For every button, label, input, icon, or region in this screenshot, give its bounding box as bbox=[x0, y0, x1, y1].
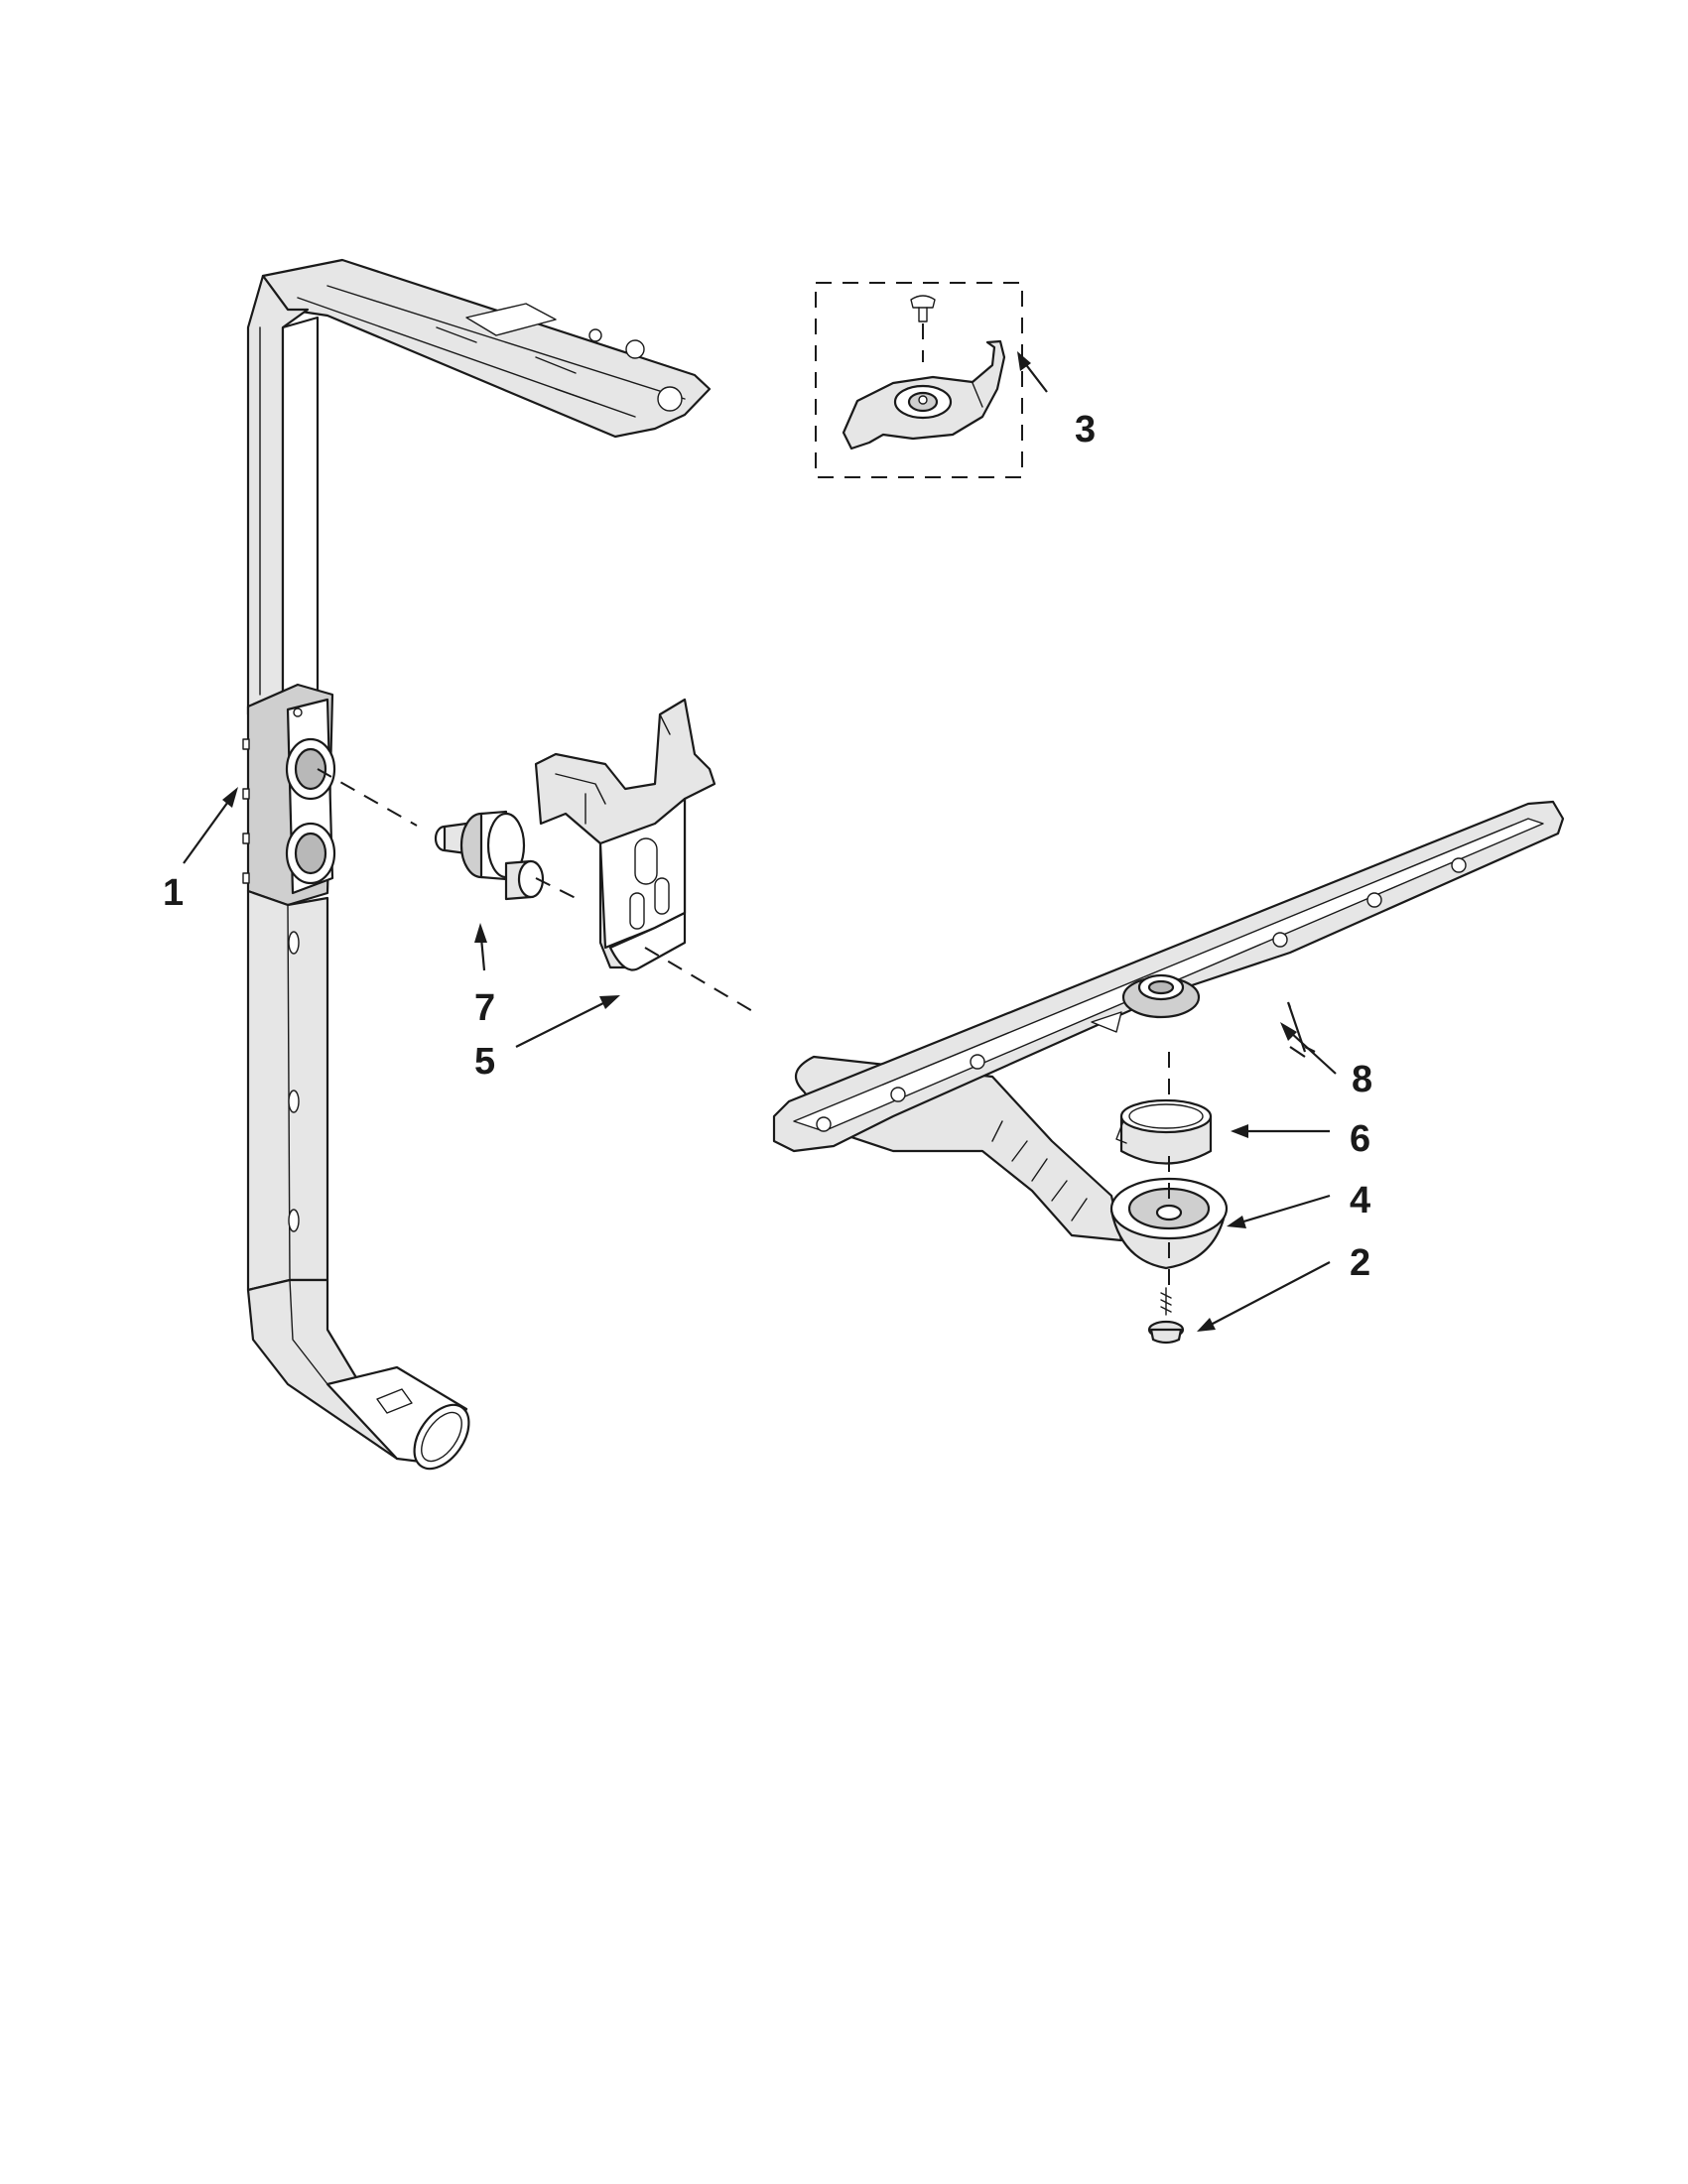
callout-labels: 1 3 7 5 8 6 4 2 bbox=[163, 409, 1372, 1284]
supply-tube-part-1 bbox=[242, 258, 712, 1471]
connector-part-7 bbox=[434, 810, 545, 901]
screw-part-2 bbox=[1147, 1287, 1185, 1345]
callout-8: 8 bbox=[1352, 1059, 1372, 1100]
callout-5: 5 bbox=[474, 1041, 495, 1083]
callout-6: 6 bbox=[1350, 1118, 1370, 1160]
callout-3: 3 bbox=[1075, 409, 1096, 450]
callout-4: 4 bbox=[1350, 1180, 1370, 1221]
callout-2: 2 bbox=[1350, 1242, 1370, 1284]
callout-7: 7 bbox=[474, 987, 495, 1029]
leader-arrows bbox=[183, 351, 1337, 1332]
callout-1: 1 bbox=[163, 872, 184, 914]
spray-arm-part-8 bbox=[772, 800, 1565, 1242]
assembly-lines bbox=[317, 768, 1170, 1286]
inset-kit-part-3 bbox=[815, 282, 1023, 478]
ring-part-6 bbox=[1115, 1098, 1213, 1165]
manifold-part-4 bbox=[1109, 1177, 1229, 1270]
bracket-part-5 bbox=[534, 698, 716, 971]
